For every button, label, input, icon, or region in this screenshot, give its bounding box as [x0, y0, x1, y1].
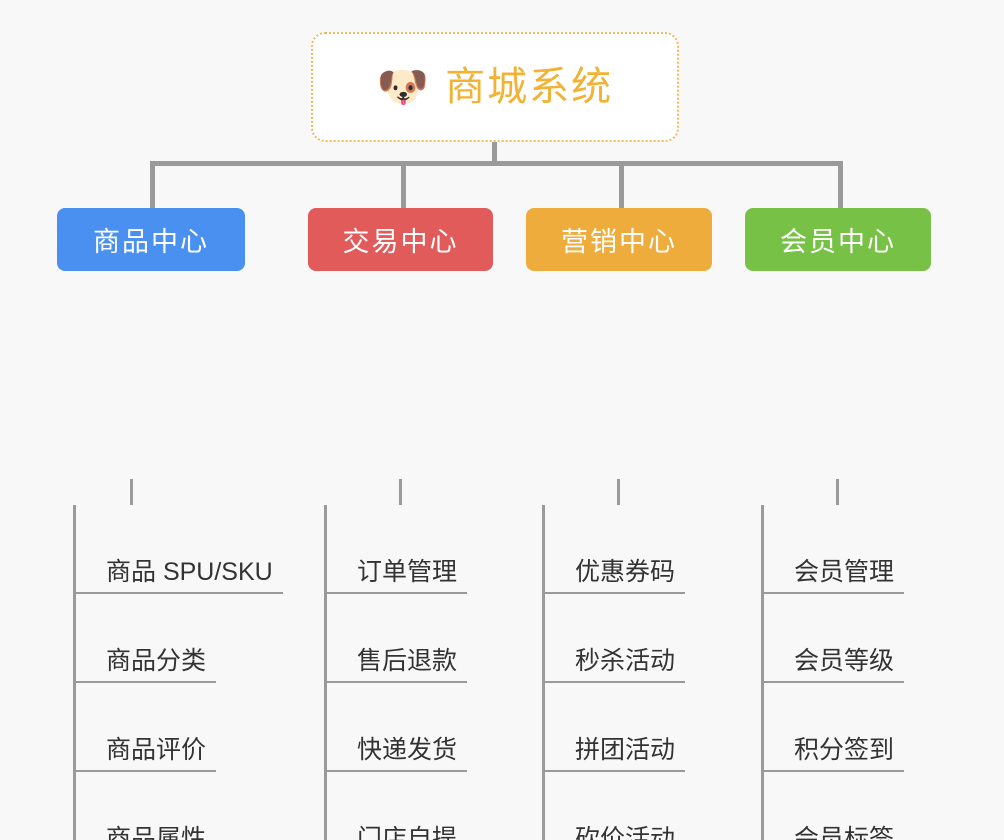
list-item[interactable]: 会员管理 [764, 505, 905, 594]
connector-drop-4 [838, 161, 843, 208]
list-item[interactable]: 积分签到 [764, 683, 905, 772]
leaf-label: 会员标签 [764, 825, 904, 840]
list-item[interactable]: 商品属性 [76, 772, 283, 840]
branch-member-center: 会员中心 会员管理 会员等级 积分签到 会员标签 会员分组 收货地址 [745, 208, 931, 840]
leaf-list-trade-center: 订单管理 售后退款 快递发货 门店自提 购物车 销售分佣 [324, 505, 468, 840]
list-item[interactable]: 门店自提 [327, 772, 467, 840]
leaf-label: 快递发货 [327, 736, 468, 772]
leaf-list-member-center: 会员管理 会员等级 积分签到 会员标签 会员分组 收货地址 [761, 505, 905, 840]
list-item[interactable]: 砍价活动 [545, 772, 685, 840]
connector-category-stub-3 [617, 479, 620, 505]
connector-category-stub-2 [399, 479, 402, 505]
list-item[interactable]: 会员标签 [764, 772, 904, 840]
leaf-label: 积分签到 [764, 736, 905, 772]
connector-category-stub-1 [130, 479, 133, 505]
connector-horizontal-bus [150, 161, 843, 166]
connector-drop-1 [150, 161, 155, 208]
leaf-label: 售后退款 [327, 647, 468, 683]
category-header-trade-center[interactable]: 交易中心 [308, 208, 493, 271]
list-item[interactable]: 商品分类 [76, 594, 283, 683]
leaf-label: 拼团活动 [545, 736, 686, 772]
leaf-list-marketing-center: 优惠券码 秒杀活动 拼团活动 砍价活动 限时折扣 满减送 [542, 505, 686, 840]
category-header-marketing-center[interactable]: 营销中心 [526, 208, 712, 271]
leaf-label: 商品 SPU/SKU [76, 558, 283, 594]
leaf-label: 秒杀活动 [545, 647, 686, 683]
list-item[interactable]: 商品评价 [76, 683, 283, 772]
leaf-label: 商品分类 [76, 647, 217, 683]
category-header-product-center[interactable]: 商品中心 [57, 208, 245, 271]
list-item[interactable]: 商品 SPU/SKU [76, 505, 283, 594]
branch-product-center: 商品中心 商品 SPU/SKU 商品分类 商品评价 商品属性 商品推荐 商品品牌 [57, 208, 283, 840]
list-item[interactable]: 售后退款 [327, 594, 468, 683]
list-item[interactable]: 秒杀活动 [545, 594, 686, 683]
list-item[interactable]: 订单管理 [327, 505, 468, 594]
leaf-label: 门店自提 [327, 825, 467, 840]
list-item[interactable]: 优惠券码 [545, 505, 686, 594]
dog-face-icon: 🐶 [376, 63, 430, 110]
leaf-label: 商品评价 [76, 736, 217, 772]
leaf-label: 优惠券码 [545, 558, 686, 594]
leaf-label: 订单管理 [327, 558, 468, 594]
list-item[interactable]: 会员等级 [764, 594, 905, 683]
connector-drop-2 [401, 161, 406, 208]
leaf-label: 会员管理 [764, 558, 905, 594]
root-node-title: 商城系统 [445, 65, 614, 109]
leaf-label: 商品属性 [76, 825, 216, 840]
list-item[interactable]: 拼团活动 [545, 683, 686, 772]
root-node-shopping-system[interactable]: 🐶 商城系统 [311, 32, 679, 142]
branch-marketing-center: 营销中心 优惠券码 秒杀活动 拼团活动 砍价活动 限时折扣 满减送 [526, 208, 712, 840]
leaf-label: 砍价活动 [545, 825, 685, 840]
connector-root-stem [492, 142, 497, 165]
category-header-member-center[interactable]: 会员中心 [745, 208, 931, 271]
leaf-list-product-center: 商品 SPU/SKU 商品分类 商品评价 商品属性 商品推荐 商品品牌 [73, 505, 283, 840]
connector-category-stub-4 [836, 479, 839, 505]
connector-drop-3 [619, 161, 624, 208]
list-item[interactable]: 快递发货 [327, 683, 468, 772]
branch-trade-center: 交易中心 订单管理 售后退款 快递发货 门店自提 购物车 销售分佣 [308, 208, 493, 840]
leaf-label: 会员等级 [764, 647, 905, 683]
